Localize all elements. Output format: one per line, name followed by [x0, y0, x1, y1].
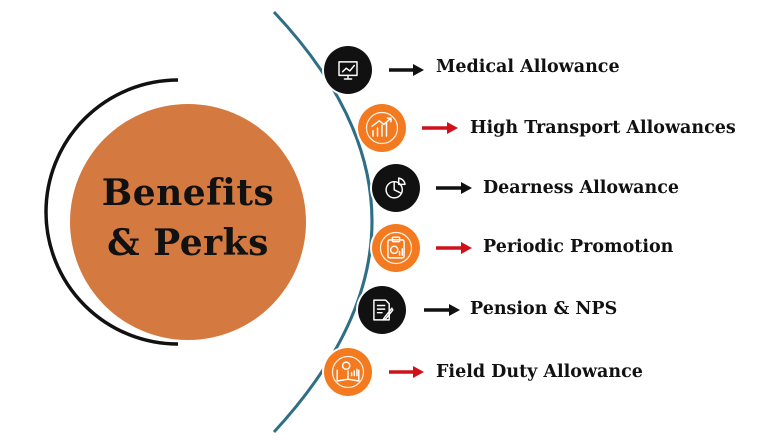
money-book-icon-part — [341, 361, 351, 371]
document-pen-icon — [373, 299, 394, 321]
label-periodic-promotion: Periodic Promotion — [483, 237, 674, 257]
center-title-line2: & Perks — [107, 222, 269, 264]
node-circle — [372, 164, 420, 212]
center-outer-ring — [44, 78, 179, 346]
label-dearness-allowance: Dearness Allowance — [483, 178, 679, 198]
presentation-chart-icon-part — [343, 74, 353, 80]
node-circle — [358, 286, 406, 334]
label-high-transport-allowances: High Transport Allowances — [470, 118, 736, 138]
center-title-line1: Benefits — [101, 172, 275, 214]
center-title: Benefits & Perks — [70, 168, 306, 268]
arrow-head — [447, 122, 458, 134]
growth-chart-icon — [371, 117, 392, 137]
label-pension-nps: Pension & NPS — [470, 299, 618, 319]
clipboard-money-icon-part — [389, 245, 399, 255]
arrow-head — [461, 242, 472, 254]
connector-arc — [272, 10, 374, 434]
node-circle — [372, 224, 420, 272]
arrow-head — [413, 366, 424, 378]
center-circle — [70, 104, 306, 340]
label-medical-allowance: Medical Allowance — [436, 57, 620, 77]
clipboard-money-icon-part — [391, 236, 401, 243]
node-inner-ring — [379, 231, 413, 265]
arrow-head — [461, 182, 472, 194]
arrow-head — [449, 304, 460, 316]
money-book-icon — [336, 361, 360, 382]
clipboard-money-icon-part — [387, 239, 405, 259]
growth-chart-icon-part — [371, 117, 392, 127]
node-inner-ring — [365, 111, 399, 145]
growth-chart-icon-part — [372, 121, 388, 137]
pie-chart-icon-part — [397, 177, 406, 186]
document-pen-icon-part — [376, 304, 386, 314]
arrow-head — [413, 64, 424, 76]
document-pen-icon-part — [382, 307, 394, 321]
label-field-duty-allowance: Field Duty Allowance — [436, 362, 643, 382]
clipboard-money-icon-part — [398, 248, 404, 256]
pie-chart-icon — [385, 177, 406, 199]
presentation-chart-icon — [338, 61, 358, 80]
node-inner-ring — [331, 355, 365, 389]
pie-chart-icon-part — [393, 180, 403, 195]
clipboard-money-icon — [387, 236, 405, 259]
nodes-layer — [322, 44, 472, 398]
presentation-chart-icon-part — [341, 64, 356, 73]
money-book-icon-part — [350, 368, 358, 377]
